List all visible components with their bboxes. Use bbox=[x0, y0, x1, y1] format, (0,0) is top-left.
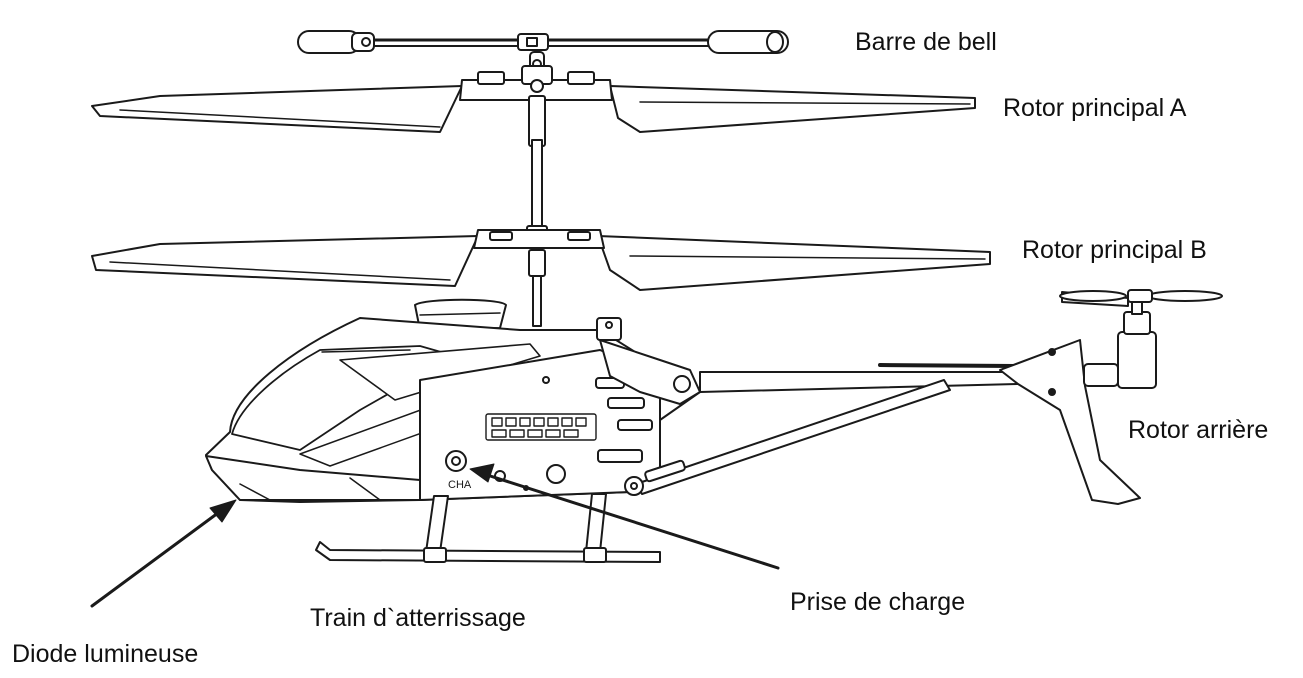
fuselage: CHA bbox=[205, 317, 701, 503]
main-rotor-a bbox=[91, 65, 976, 147]
canopy-scoop bbox=[414, 298, 507, 331]
flybar-label: Barre de bell bbox=[855, 28, 997, 56]
main-rotor-b-label: Rotor principal B bbox=[1022, 236, 1207, 264]
tail-boom bbox=[624, 363, 1019, 496]
tail-rotor bbox=[1059, 289, 1223, 389]
tail-rotor-label: Rotor arrière bbox=[1128, 416, 1269, 444]
tail-fin bbox=[999, 339, 1141, 505]
charging-port bbox=[445, 450, 467, 472]
main-shaft bbox=[526, 139, 548, 237]
landing-gear-label: Train d`atterrissage bbox=[310, 604, 526, 632]
led-label: Diode lumineuse bbox=[12, 640, 199, 668]
main-rotor-b bbox=[91, 229, 991, 327]
landing-gear bbox=[315, 493, 661, 563]
charging-port-label: Prise de charge bbox=[790, 588, 966, 616]
circuit-board bbox=[485, 413, 597, 441]
port-marking: CHA bbox=[448, 479, 472, 491]
main-rotor-a-label: Rotor principal A bbox=[1003, 94, 1187, 122]
pointer-arrows bbox=[90, 463, 780, 608]
